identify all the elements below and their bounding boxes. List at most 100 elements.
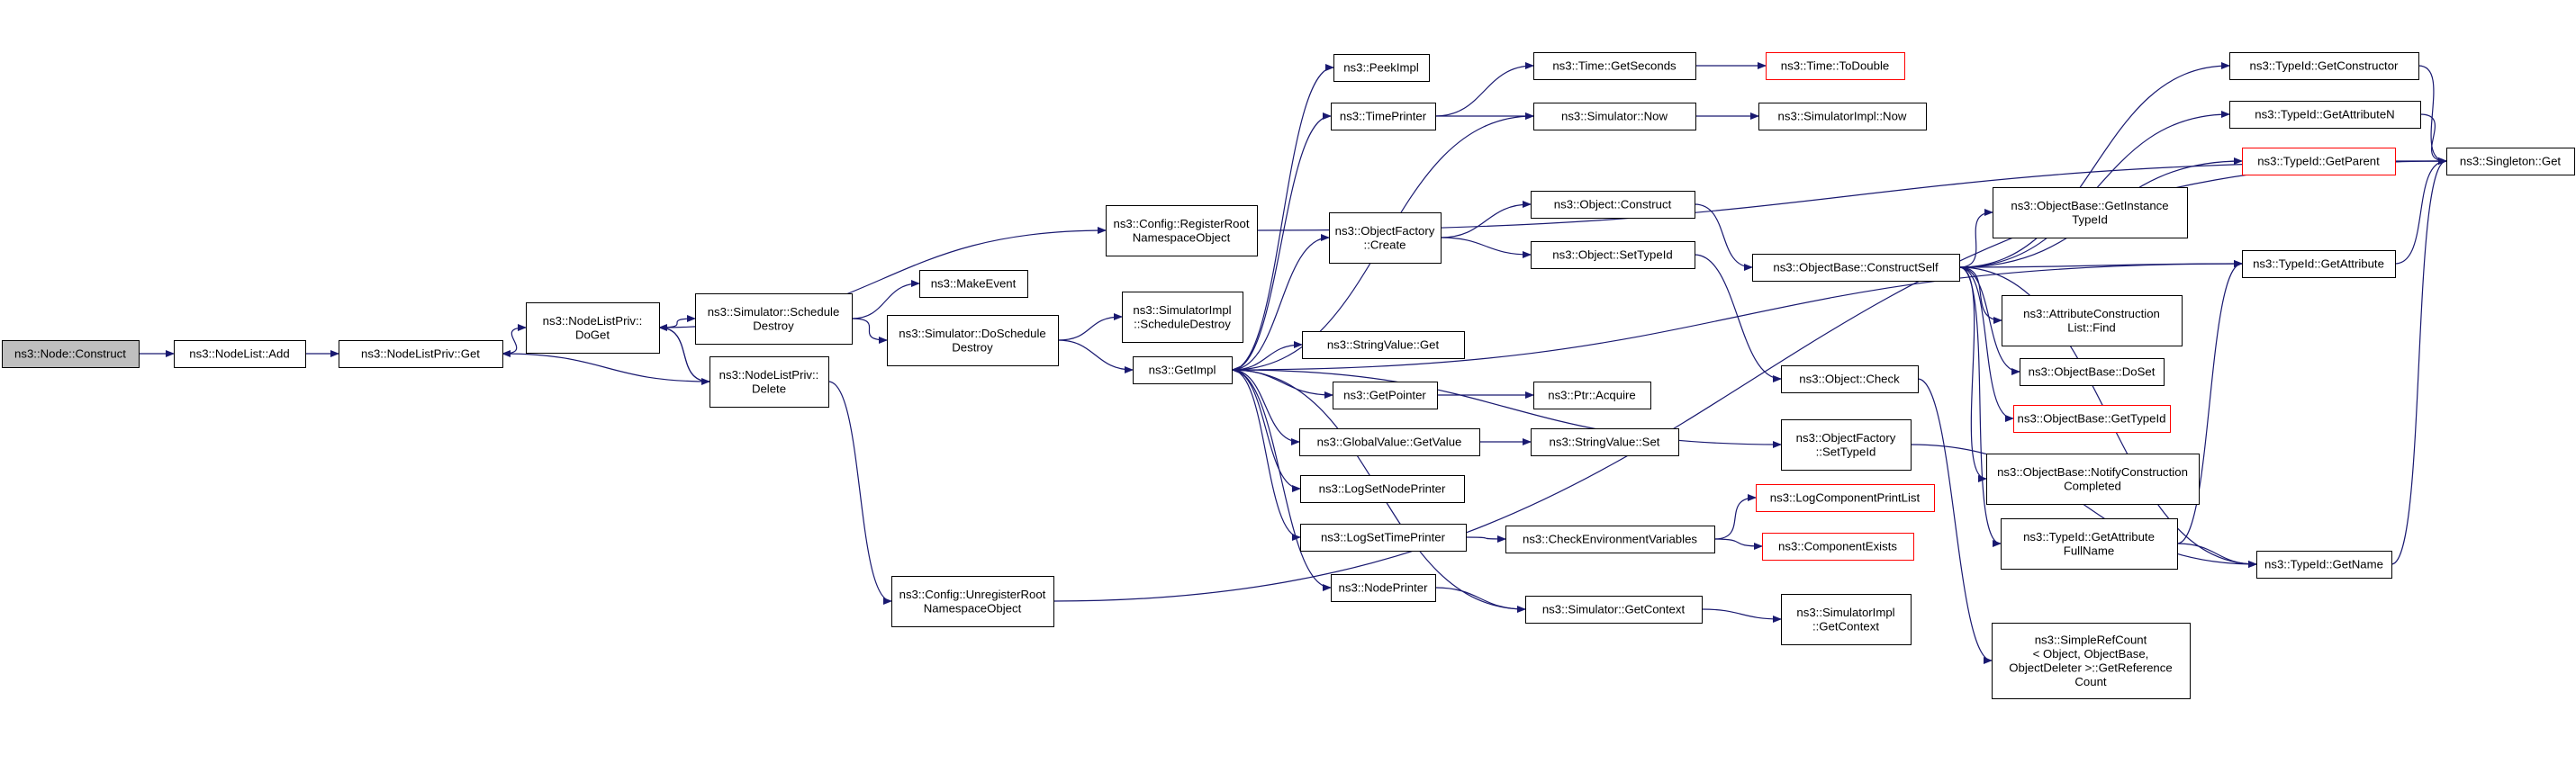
function-node-tid_getparent[interactable]: ns3::TypeId::GetParent [2242, 148, 2396, 175]
call-edge-check_env-to-logcomponentprintlist [1713, 494, 1757, 540]
function-node-simplerefcount[interactable]: ns3::SimpleRefCount< Object, ObjectBase,… [1992, 623, 2191, 699]
function-node-obj_check[interactable]: ns3::Object::Check [1781, 365, 1919, 393]
function-node-simimpl_now[interactable]: ns3::SimulatorImpl::Now [1758, 103, 1927, 130]
function-node-ob_doset[interactable]: ns3::ObjectBase::DoSet [2020, 358, 2165, 386]
node-box [1333, 382, 1438, 409]
function-node-getimpl[interactable]: ns3::GetImpl [1133, 356, 1233, 384]
node-box [1300, 475, 1465, 503]
function-node-make_event[interactable]: ns3::MakeEvent [919, 270, 1028, 298]
node-label-line: ns3::Singleton::Get [2460, 155, 2562, 168]
node-box [1122, 292, 1243, 343]
function-node-simimpl_schedule_destroy[interactable]: ns3::SimulatorImpl::ScheduleDestroy [1122, 292, 1243, 343]
function-node-obj_settypeid[interactable]: ns3::Object::SetTypeId [1531, 241, 1695, 269]
function-node-simimpl_getcontext[interactable]: ns3::SimulatorImpl::GetContext [1781, 594, 1912, 645]
function-node-singleton_get[interactable]: ns3::Singleton::Get [2446, 148, 2575, 175]
function-node-nlp_delete[interactable]: ns3::NodeListPriv::Delete [710, 356, 829, 408]
call-edge-logsettimeprinter-to-check_env [1465, 535, 1506, 543]
function-node-stringvalue_get[interactable]: ns3::StringValue::Get [1302, 331, 1465, 359]
function-node-logsettimeprinter[interactable]: ns3::LogSetTimePrinter [1300, 524, 1467, 552]
node-box [2013, 405, 2171, 433]
node-label-line: ns3::Ptr::Acquire [1548, 389, 1635, 402]
function-node-tid_getattributen[interactable]: ns3::TypeId::GetAttributeN [2229, 101, 2421, 129]
function-node-check_env[interactable]: ns3::CheckEnvironmentVariables [1505, 526, 1715, 553]
node-box [1533, 103, 1696, 130]
node-box [1299, 428, 1480, 456]
node-label-line: ns3::Node::Construct [14, 347, 126, 361]
node-label-line: ns3::Object::SetTypeId [1552, 248, 1672, 262]
function-node-of_create[interactable]: ns3::ObjectFactory::Create [1329, 212, 1442, 264]
call-edge-check_env-to-componentexists [1713, 538, 1763, 550]
function-node-logcomponentprintlist[interactable]: ns3::LogComponentPrintList [1756, 484, 1935, 512]
function-node-timeprinter[interactable]: ns3::TimePrinter [1331, 103, 1436, 130]
function-node-getpointer[interactable]: ns3::GetPointer [1333, 382, 1438, 409]
node-label-line: ns3::TypeId::GetName [2264, 558, 2383, 571]
function-node-componentexists[interactable]: ns3::ComponentExists [1762, 533, 1914, 561]
call-edge-obj_construct-to-ob_constructself [1694, 203, 1753, 271]
function-node-sim_now[interactable]: ns3::Simulator::Now [1533, 103, 1696, 130]
function-node-construct[interactable]: ns3::Node::Construct [2, 340, 140, 368]
call-edge-getimpl-to-nodeprinter [1231, 369, 1332, 591]
node-box [1756, 484, 1935, 512]
node-label-line: List::Find [2067, 320, 2116, 334]
node-box [2229, 101, 2421, 129]
function-node-sim_schedule_destroy[interactable]: ns3::Simulator::ScheduleDestroy [695, 293, 853, 345]
node-label-line: ns3::Simulator::Schedule [708, 305, 840, 319]
node-label-line: ns3::TimePrinter [1340, 110, 1427, 123]
node-box [695, 293, 853, 345]
call-edge-getimpl-to-stringvalue_get [1231, 341, 1303, 371]
call-edge-sim_doschedule_destroy-to-simimpl_schedule_destroy [1057, 313, 1123, 341]
node-box [1302, 331, 1465, 359]
node-label-line: ns3::Simulator::Now [1561, 110, 1668, 123]
function-node-time_todouble[interactable]: ns3::Time::ToDouble [1766, 52, 1905, 80]
function-node-nlp_doget[interactable]: ns3::NodeListPriv::DoGet [526, 302, 660, 354]
node-label-line: ns3::SimulatorImpl [1133, 303, 1231, 317]
function-node-cfg_unregister[interactable]: ns3::Config::UnregisterRootNamespaceObje… [891, 576, 1054, 627]
function-node-ob_notifyconstruction[interactable]: ns3::ObjectBase::NotifyConstructionCompl… [1986, 454, 2200, 505]
node-box [2229, 52, 2419, 80]
function-node-stringvalue_set[interactable]: ns3::StringValue::Set [1531, 428, 1679, 456]
function-node-tid_getconstructor[interactable]: ns3::TypeId::GetConstructor [2229, 52, 2419, 80]
node-label-line: ns3::SimpleRefCount [2035, 633, 2147, 646]
function-node-tid_getattribute[interactable]: ns3::TypeId::GetAttribute [2242, 250, 2396, 278]
function-node-time_getseconds[interactable]: ns3::Time::GetSeconds [1533, 52, 1696, 80]
node-label-line: TypeId [2072, 212, 2108, 226]
node-label-line: ns3::TypeId::GetParent [2257, 155, 2380, 168]
node-box [1781, 419, 1912, 471]
function-node-nl_add[interactable]: ns3::NodeList::Add [174, 340, 306, 368]
node-box [1993, 187, 2188, 238]
function-node-tid_getname[interactable]: ns3::TypeId::GetName [2256, 551, 2392, 579]
function-node-obj_construct[interactable]: ns3::Object::Construct [1531, 191, 1695, 219]
node-label-line: ns3::Object::Check [1799, 373, 1900, 386]
function-node-gv_getvalue[interactable]: ns3::GlobalValue::GetValue [1299, 428, 1480, 456]
node-label-line: ObjectDeleter >::GetReference [2009, 661, 2172, 674]
node-box [1531, 428, 1679, 456]
function-node-of_settypeid[interactable]: ns3::ObjectFactory::SetTypeId [1781, 419, 1912, 471]
function-node-peekimpl[interactable]: ns3::PeekImpl [1333, 54, 1430, 82]
node-box [919, 270, 1028, 298]
function-node-nodeprinter[interactable]: ns3::NodePrinter [1331, 574, 1436, 602]
function-node-ob_constructself[interactable]: ns3::ObjectBase::ConstructSelf [1752, 254, 1960, 282]
node-label-line: ns3::PeekImpl [1343, 61, 1419, 75]
node-label-line: ns3::Config::RegisterRoot [1114, 217, 1250, 230]
node-box [2256, 551, 2392, 579]
call-edge-obj_check-to-simplerefcount [1917, 378, 1993, 664]
call-edge-tid_getattribute-to-singleton_get [2394, 157, 2447, 265]
call-edge-tid_getconstructor-to-singleton_get [2418, 65, 2447, 165]
node-label-line: ns3::LogSetTimePrinter [1321, 531, 1446, 544]
function-node-ptr_acquire[interactable]: ns3::Ptr::Acquire [1533, 382, 1651, 409]
function-node-ob_gettypeid[interactable]: ns3::ObjectBase::GetTypeId [2013, 405, 2171, 433]
node-box [2002, 295, 2183, 346]
call-edge-ob_constructself-to-tid_getattributefullname [1958, 266, 2002, 547]
function-node-sim_getcontext[interactable]: ns3::Simulator::GetContext [1525, 596, 1703, 624]
node-label-line: ns3::NodeListPriv::Get [361, 347, 480, 361]
node-label-line: ns3::CheckEnvironmentVariables [1523, 533, 1697, 546]
function-node-nlp_get[interactable]: ns3::NodeListPriv::Get [339, 340, 503, 368]
function-node-logsetnodeprinter[interactable]: ns3::LogSetNodePrinter [1300, 475, 1465, 503]
node-label-line: ns3::TypeId::GetConstructor [2250, 59, 2400, 73]
node-box [1781, 365, 1919, 393]
